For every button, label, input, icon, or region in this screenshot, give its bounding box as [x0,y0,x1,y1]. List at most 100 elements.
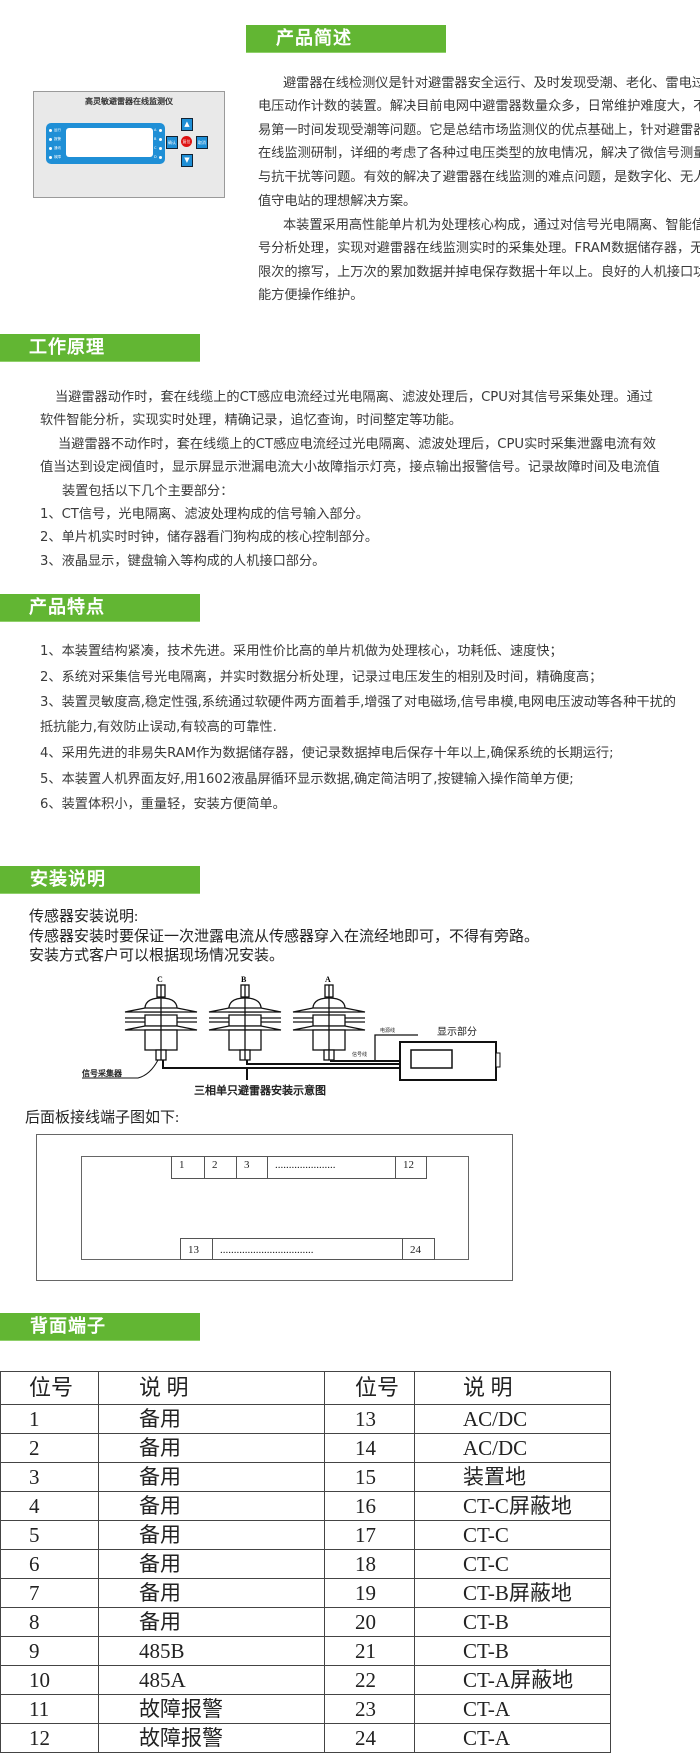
list-item: 3、装置灵敏度高,稳定性强,系统通过软硬件两方面着手,增强了对电磁场,信号串模,… [40,695,676,710]
reset-button: 复位 [181,136,192,147]
table-cell: 故障报警 [98,1723,325,1753]
display-label: 显示部分 [437,1025,477,1038]
terminal-cell: .................................. [212,1238,403,1260]
led-icon [49,156,52,159]
display-connector [495,1052,501,1068]
table-cell: 4 [0,1491,99,1521]
table-cell: 8 [0,1607,99,1637]
text-line: 3、液晶显示，键盘输入等构成的人机接口部分。 [40,554,326,569]
text-line: 本装置采用高性能单片机为处理核心构成，通过对信号光电隔离、智能信 [283,218,700,233]
text-line: 避雷器在线检测仪是针对避雷器安全运行、及时发现受潮、老化、雷电过 [283,76,700,91]
text-line: 软件智能分析，实现实时处理，精确记录，追忆查询，时间整定等功能。 [40,413,462,428]
sensor-label: 信号采集器 [82,1068,123,1078]
rear-panel-caption: 后面板接线端子图如下: [25,1110,180,1126]
list-item: 4、采用先进的非易失RAM作为数据储存器，使记录数据掉电后保存十年以上,确保系统… [40,746,614,761]
table-cell: 装置地 [414,1462,611,1492]
led-icon [49,129,52,132]
table-cell: 11 [0,1694,99,1724]
led-label: 运行 [54,128,61,132]
table-header-row: 位号 说 明 位号 说 明 [0,1371,611,1405]
signal-label: 信号线 [352,1051,367,1058]
arrester-insulator [292,984,366,1061]
table-cell: CT-A屏蔽地 [414,1665,611,1695]
table-cell: 20 [324,1607,415,1637]
terminal-cell: 1 [171,1156,205,1179]
lcd-screen [66,128,153,157]
text-line: 装置包括以下几个主要部分： [62,484,234,499]
table-cell: 485B [98,1636,325,1666]
led-icon [49,147,52,150]
table-cell: 6 [0,1549,99,1579]
device-display-panel: 运行 报警 通讯 故障 A B C D [46,123,165,164]
table-cell: 备用 [98,1578,325,1608]
terminal-cell: 24 [402,1238,435,1260]
text-line: 安装方式客户可以根据现场情况安装。 [29,948,285,964]
table-cell: 22 [324,1665,415,1695]
list-item: 1、本装置结构紧凑，技术先进。采用性价比高的单片机做为处理核心，功耗低、速度快； [40,644,563,659]
text-line: 当避雷器动作时，套在线缆上的CT感应电流经过光电隔离、滤波处理后，CPU对其信号… [55,390,653,405]
section-title: 产品特点 [29,597,105,618]
column-header: 说 明 [98,1371,325,1405]
table-cell: 17 [324,1520,415,1550]
arrester-insulator [208,984,282,1061]
table-cell: 2 [0,1433,99,1463]
text-line: 号分析处理，实现对避雷器在线监测实时的采集处理。FRAM数据储存器，无 [258,241,700,256]
table-cell: 9 [0,1636,99,1666]
section-title: 安装说明 [30,869,106,890]
section-title: 工作原理 [29,337,105,358]
table-cell: 19 [324,1578,415,1608]
table-cell: 18 [324,1549,415,1579]
terminal-cell: ...................... [267,1156,396,1179]
device-title: 高灵敏避雷器在线监测仪 [85,97,173,106]
text-line: 值当达到设定阀值时，显示屏显示泄漏电流大小故障指示灯亮，接点输出报警信号。记录故… [40,460,660,475]
power-label: 电源线 [380,1027,395,1034]
led-icon [49,138,52,141]
list-item: 6、装置体积小，重量轻，安装方便简单。 [40,797,286,812]
terminal-cell: 12 [395,1156,427,1179]
table-cell: CT-B屏蔽地 [414,1578,611,1608]
table-cell: 14 [324,1433,415,1463]
power-wire [374,1034,418,1060]
rear-panel-diagram: 1 2 3 ...................... 12 13 .....… [36,1134,513,1281]
installation-diagram: 显示部分 电源线 信号线 信号采集器 三相单只避雷器安装示意图 C B A [82,975,501,1097]
table-cell: 7 [0,1578,99,1608]
table-cell: 16 [324,1491,415,1521]
led-icon [159,156,162,159]
column-header: 说 明 [414,1371,611,1405]
text-line: 传感器安装说明: [29,909,139,925]
column-header: 位号 [324,1371,415,1405]
list-item: 2、系统对采集信号光电隔离，并实时数据分析处理，记录过电压发生的相别及时间，精确… [40,670,603,685]
terminal-cell: 3 [236,1156,268,1179]
confirm-button: 确认 [166,136,178,149]
led-label: C [154,146,157,150]
section-header-terminals: 背面端子 [0,1313,200,1341]
table-cell: 23 [324,1694,415,1724]
led-label: D [154,155,157,159]
table-cell: 备用 [98,1549,325,1579]
table-cell: 12 [0,1723,99,1753]
diagram-caption: 三相单只避雷器安装示意图 [194,1083,326,1097]
section-header-overview: 产品简述 [246,25,446,53]
table-cell: 备用 [98,1433,325,1463]
section-title: 背面端子 [30,1316,106,1337]
phase-label-c: C [157,975,163,984]
table-cell: 24 [324,1723,415,1753]
table-cell: CT-C屏蔽地 [414,1491,611,1521]
terminal-cell: 13 [180,1238,213,1260]
table-cell: CT-B [414,1636,611,1666]
table-cell: 10 [0,1665,99,1695]
display-window [410,1049,453,1069]
table-cell: 备用 [98,1404,325,1434]
table-cell: CT-C [414,1549,611,1579]
text-line: 易第一时间发现受潮等问题。它是总结市场监测仪的优点基础上，针对避雷器 [258,123,700,138]
